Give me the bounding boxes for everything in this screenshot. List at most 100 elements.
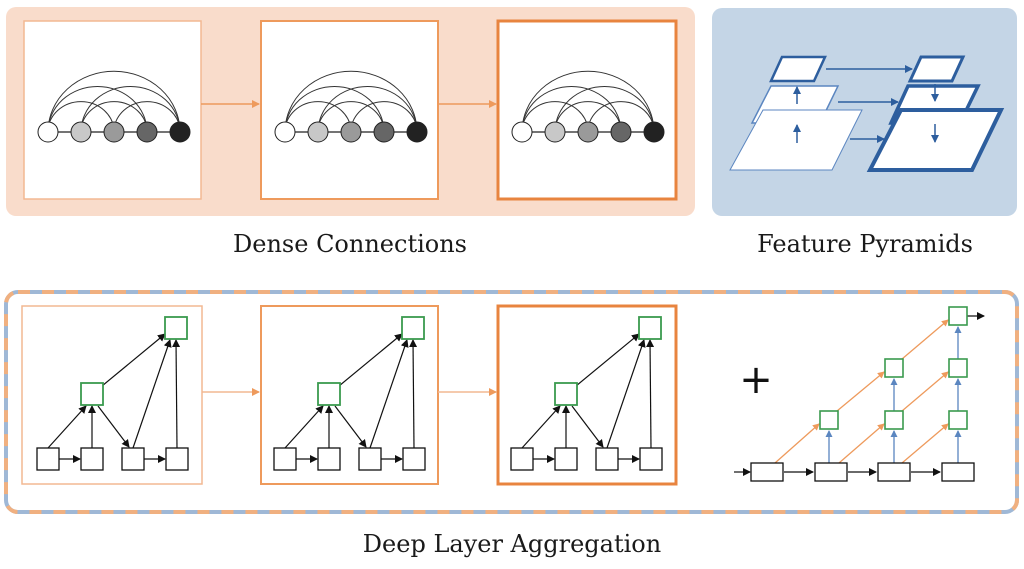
dense-graph-2 (274, 70, 428, 143)
tree-aggregation-node (317, 382, 341, 406)
dense-node (511, 121, 533, 143)
tree-input-node (36, 447, 60, 471)
tree-input-node (273, 447, 297, 471)
tree-edge-arrow (101, 333, 166, 387)
deep-layer-aggregation-panel: + (4, 290, 1019, 514)
pyramid-left-level-top (769, 55, 827, 83)
dense-skip-arc (80, 86, 181, 133)
caption-feature-pyramids: Feature Pyramids (757, 230, 973, 258)
caption-deep-layer-aggregation: Deep Layer Aggregation (362, 530, 662, 558)
dense-node (169, 121, 191, 143)
dense-skip-arc (317, 101, 385, 133)
dense-skip-arc (47, 101, 115, 133)
tree-edge-arrow (369, 339, 409, 449)
dense-skip-arc (284, 101, 352, 133)
hier-aggregation-node (948, 410, 968, 430)
aggregation-tree-2 (273, 316, 426, 471)
dense-node (406, 121, 428, 143)
dense-node (340, 121, 362, 143)
tree-aggregation-node (554, 382, 578, 406)
tree-input-node (510, 447, 534, 471)
dense-node (544, 121, 566, 143)
dense-node (136, 121, 158, 143)
tree-edge-arrow (97, 405, 130, 448)
hier-diagonal-arrow (901, 319, 949, 360)
hier-aggregation-node (948, 358, 968, 378)
hier-stage-node (941, 462, 975, 482)
hier-aggregation-node (948, 306, 968, 326)
aggregation-tree-graphs (36, 316, 663, 471)
tree-root-node (401, 316, 425, 340)
dense-block-3 (496, 19, 678, 201)
dense-skip-arc (284, 86, 385, 133)
hier-aggregation-node (819, 410, 839, 430)
feature-pyramids-panel (712, 8, 1017, 216)
aggregation-tree-3 (510, 316, 663, 471)
plus-sign: + (739, 357, 773, 403)
dense-node (643, 121, 665, 143)
pyramid-right-level-top (907, 55, 966, 83)
tree-edge-arrow (606, 339, 646, 449)
dense-skip-arc (284, 70, 418, 133)
tree-input-node (554, 447, 578, 471)
hier-stage-node (877, 462, 911, 482)
tree-edge-arrow (172, 339, 181, 449)
dense-node (103, 121, 125, 143)
tree-edge-arrow (334, 405, 367, 448)
aggregation-panel-border-orange (4, 290, 1019, 514)
dense-skip-arc (317, 86, 418, 133)
dense-node (274, 121, 296, 143)
dense-skip-arc (587, 101, 655, 133)
dense-skip-arc (521, 70, 655, 133)
dense-skip-arc (80, 101, 148, 133)
tree-edge-arrow (284, 405, 324, 449)
pyramid-left-level-bottom (729, 109, 863, 171)
dense-skip-arc (554, 86, 655, 133)
tree-input-node (358, 447, 382, 471)
hier-aggregation-node (884, 410, 904, 430)
tree-input-node (165, 447, 189, 471)
caption-dense-connections: Dense Connections (233, 230, 467, 258)
dense-node (577, 121, 599, 143)
dense-skip-arc (521, 86, 622, 133)
dense-node (70, 121, 92, 143)
dense-skip-arc (554, 101, 622, 133)
tree-edge-arrow (571, 405, 604, 448)
hier-stage-node (750, 462, 784, 482)
tree-edge-arrow (338, 333, 403, 387)
hier-diagonal-arrow (836, 371, 885, 412)
dense-node (37, 121, 59, 143)
tree-input-node (121, 447, 145, 471)
tree-input-node (317, 447, 341, 471)
dense-skip-arc (521, 101, 589, 133)
hier-diagonal-arrow (774, 423, 820, 464)
tree-input-node (80, 447, 104, 471)
dense-node (610, 121, 632, 143)
hier-diagonal-arrow (838, 423, 885, 464)
tree-edge-arrow (132, 339, 172, 449)
aggregation-tree-1 (36, 316, 189, 471)
dense-connection-graphs (37, 70, 665, 143)
tree-root-node (164, 316, 188, 340)
tree-edge-arrow (409, 339, 418, 449)
tree-root-node (638, 316, 662, 340)
hier-aggregation-node (884, 358, 904, 378)
dense-node (307, 121, 329, 143)
tree-edge-arrow (47, 405, 87, 449)
hier-diagonal-arrow (901, 423, 949, 464)
tree-input-node (402, 447, 426, 471)
hierarchical-aggregation-graph (734, 306, 985, 482)
dense-skip-arc (113, 101, 181, 133)
tree-aggregation-node (80, 382, 104, 406)
dense-graph-3 (511, 70, 665, 143)
dense-graph-1 (37, 70, 191, 143)
dense-skip-arc (47, 86, 148, 133)
tree-edge-arrow (646, 339, 655, 449)
hier-stage-node (814, 462, 848, 482)
hier-diagonal-arrow (901, 371, 949, 412)
tree-edge-arrow (521, 405, 561, 449)
tree-edge-arrow (575, 333, 640, 387)
dense-node (373, 121, 395, 143)
dense-skip-arc (350, 101, 418, 133)
